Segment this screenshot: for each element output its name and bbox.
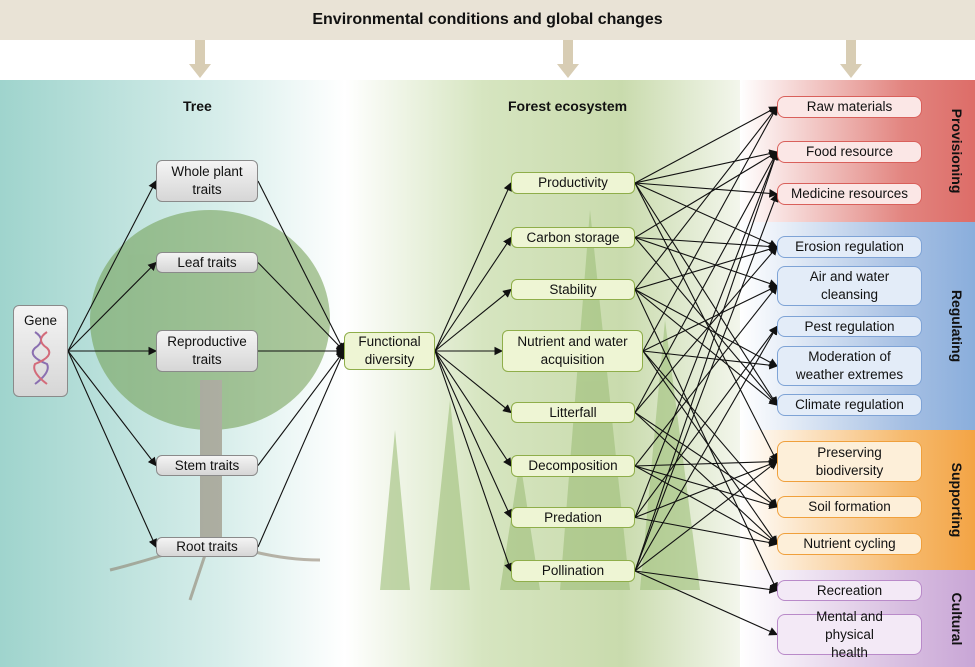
carbon-storage-node[interactable]: Carbon storage bbox=[511, 227, 635, 248]
gene-node[interactable]: Gene bbox=[13, 305, 68, 397]
stem-traits-node[interactable]: Stem traits bbox=[156, 455, 258, 476]
dna-icon bbox=[31, 331, 50, 385]
nutrient-water-acquisition-node[interactable]: Nutrient and water acquisition bbox=[502, 330, 643, 372]
tree-title: Tree bbox=[183, 98, 212, 114]
leaf-traits-node[interactable]: Leaf traits bbox=[156, 252, 258, 273]
food-resource-node[interactable]: Food resource bbox=[777, 141, 922, 163]
mental-physical-health-node[interactable]: Mental and physical health bbox=[777, 609, 922, 660]
pest-regulation-node[interactable]: Pest regulation bbox=[777, 316, 922, 337]
cultural-label: Cultural bbox=[949, 592, 965, 645]
functional-diversity-node[interactable]: Functional diversity bbox=[344, 332, 435, 370]
productivity-node[interactable]: Productivity bbox=[511, 172, 635, 194]
stability-node[interactable]: Stability bbox=[511, 279, 635, 300]
air-water-cleansing-node[interactable]: Air and water cleansing bbox=[777, 266, 922, 306]
reproductive-traits-node[interactable]: Reproductive traits bbox=[156, 330, 258, 372]
banner-title: Environmental conditions and global chan… bbox=[0, 0, 975, 40]
predation-node[interactable]: Predation bbox=[511, 507, 635, 528]
provisioning-label: Provisioning bbox=[949, 108, 965, 194]
nutrient-cycling-node[interactable]: Nutrient cycling bbox=[777, 533, 922, 555]
weather-moderation-node[interactable]: Moderation of weather extremes bbox=[777, 346, 922, 386]
gene-label: Gene bbox=[23, 313, 58, 328]
supporting-label: Supporting bbox=[949, 462, 965, 538]
raw-materials-node[interactable]: Raw materials bbox=[777, 96, 922, 118]
whole-plant-traits-node[interactable]: Whole plant traits bbox=[156, 160, 258, 202]
root-traits-node[interactable]: Root traits bbox=[156, 537, 258, 557]
erosion-regulation-node[interactable]: Erosion regulation bbox=[777, 236, 922, 258]
pollination-node[interactable]: Pollination bbox=[511, 560, 635, 582]
soil-formation-node[interactable]: Soil formation bbox=[777, 496, 922, 518]
climate-regulation-node[interactable]: Climate regulation bbox=[777, 394, 922, 416]
preserving-biodiversity-node[interactable]: Preserving biodiversity bbox=[777, 441, 922, 482]
regulating-label: Regulating bbox=[949, 289, 965, 363]
decomposition-node[interactable]: Decomposition bbox=[511, 455, 635, 477]
forest-illustration-icon bbox=[380, 210, 700, 590]
litterfall-node[interactable]: Litterfall bbox=[511, 402, 635, 423]
forest-title: Forest ecosystem bbox=[508, 98, 628, 114]
medicine-resources-node[interactable]: Medicine resources bbox=[777, 183, 922, 205]
recreation-node[interactable]: Recreation bbox=[777, 580, 922, 601]
